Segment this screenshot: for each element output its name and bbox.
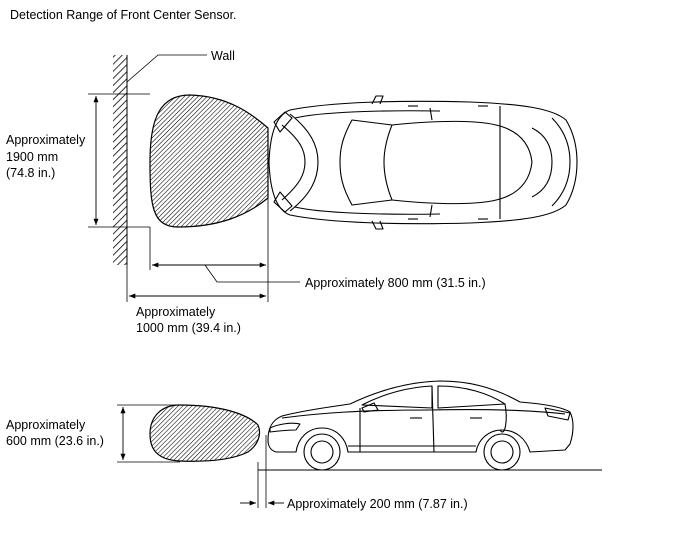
height-dimension-600	[117, 404, 180, 463]
wall-leader-line	[126, 54, 207, 83]
height-label-1900-line3: (74.8 in.)	[6, 166, 55, 180]
height-dimension-1900	[88, 93, 150, 228]
wall-label: Wall	[211, 49, 235, 63]
car-side-view-icon	[267, 380, 574, 471]
diagram-title: Detection Range of Front Center Sensor.	[10, 8, 237, 22]
range-dimension-800	[149, 198, 300, 302]
car-top-view-icon	[268, 95, 578, 230]
height-label-1900-line2: 1900 mm	[6, 150, 58, 164]
top-detection-area	[149, 94, 269, 228]
height-label-600-line2: 600 mm (23.6 in.)	[6, 434, 104, 448]
wall	[113, 55, 128, 265]
side-detection-area	[149, 404, 261, 462]
gap-label-200: Approximately 200 mm (7.87 in.)	[287, 497, 468, 511]
range-label-1000-line1: Approximately	[136, 305, 216, 319]
height-label-1900-line1: Approximately	[6, 133, 86, 147]
range-dimension-1000	[126, 265, 266, 302]
height-label-600-line1: Approximately	[6, 418, 86, 432]
range-label-1000-line2: 1000 mm (39.4 in.)	[136, 321, 241, 335]
gap-dimension-200	[240, 435, 284, 508]
range-label-800: Approximately 800 mm (31.5 in.)	[305, 276, 486, 290]
